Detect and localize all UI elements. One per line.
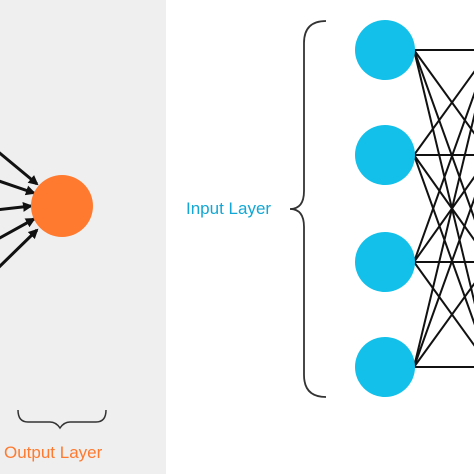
edge-4-3 [413,282,474,368]
edge-4-2 [413,196,474,368]
input-node-3 [355,232,415,292]
output-input-arrow-5 [0,228,39,269]
output-input-arrow-2 [0,179,36,196]
output-node [31,175,93,237]
input-node-4 [355,337,415,397]
edge-4-1 [413,112,474,368]
input-node-1 [355,20,415,80]
input-layer-brace [289,20,327,398]
output-input-arrow-1 [0,151,39,186]
output-layer-label: Output Layer [4,443,103,462]
edge-3-4 [413,261,474,347]
edge-1-2 [413,49,474,135]
output-input-arrow-3 [0,201,33,212]
edge-1-4 [413,49,474,305]
edge-3-1 [413,91,474,263]
output-input-arrow-4 [0,217,36,240]
input-layer-label: Input Layer [186,199,271,218]
output-arrows [0,151,39,269]
output-panel-background [0,0,166,474]
input-nodes [355,20,415,397]
edge-2-1 [413,70,474,156]
input-node-2 [355,125,415,185]
network-edges [413,49,474,368]
output-layer-brace [17,409,107,430]
